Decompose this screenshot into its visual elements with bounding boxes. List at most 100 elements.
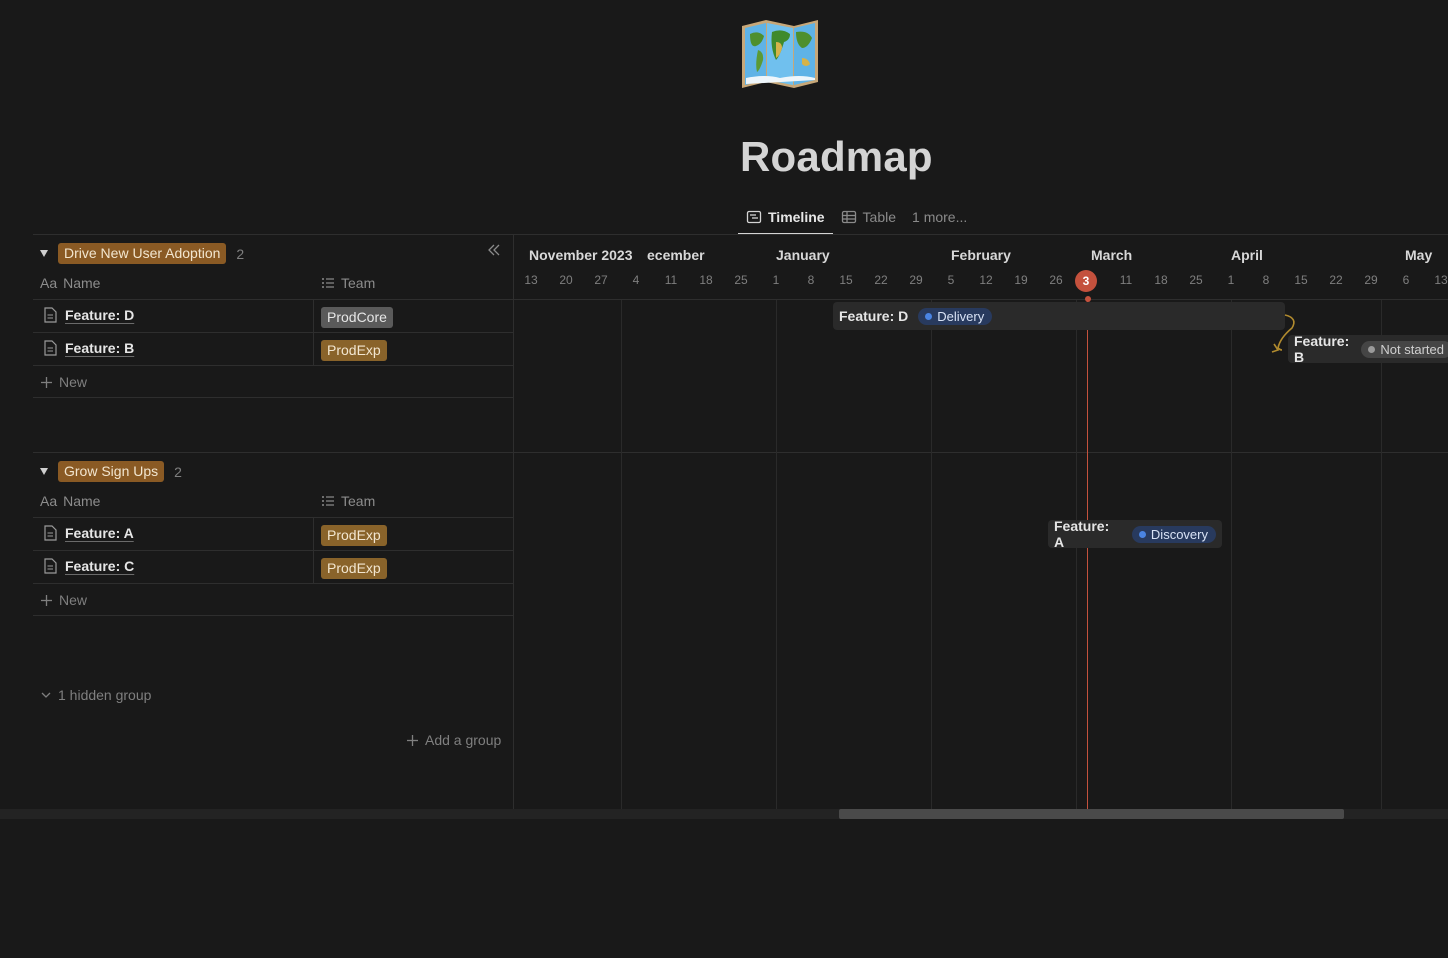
group-header: Drive New User Adoption 2 <box>40 243 244 264</box>
day-tick-label: 22 <box>874 273 888 287</box>
table-row[interactable]: Feature: A <box>43 525 134 541</box>
status-dot <box>1138 530 1146 538</box>
panel-divider <box>513 234 514 809</box>
collapse-panel-icon[interactable] <box>487 243 501 262</box>
column-header-team[interactable]: Team <box>321 275 375 291</box>
month-label: March <box>1091 247 1133 263</box>
day-tick-label: 12 <box>979 273 993 287</box>
column-header-name[interactable]: Aa Name <box>40 275 100 291</box>
column-header-team[interactable]: Team <box>321 493 375 509</box>
page-title: Roadmap <box>740 133 933 180</box>
text-type-icon: Aa <box>40 493 58 509</box>
team-tag[interactable]: ProdCore <box>321 307 393 328</box>
dependency-arrow-icon[interactable] <box>1268 310 1302 356</box>
table-row[interactable]: Feature: B <box>43 340 134 356</box>
hidden-groups-label: 1 hidden group <box>58 687 152 703</box>
today-dot <box>1085 296 1091 302</box>
day-tick-label: 6 <box>1402 273 1410 287</box>
group-divider <box>33 452 1448 453</box>
row-title: Feature: C <box>65 558 135 574</box>
timeline-bar[interactable]: Feature: B Not started <box>1288 333 1448 365</box>
horizontal-scrollbar[interactable] <box>0 809 1448 819</box>
group-tag[interactable]: Grow Sign Ups <box>58 461 165 482</box>
tab-timeline[interactable]: Timeline <box>738 202 833 235</box>
day-tick-label: 29 <box>909 273 923 287</box>
day-tick-label: 20 <box>559 273 573 287</box>
day-tick-label: 15 <box>1294 273 1308 287</box>
status-label: Not started <box>1380 341 1444 357</box>
tab-table[interactable]: Table <box>833 202 904 232</box>
page-icon <box>44 340 57 356</box>
row-divider <box>33 299 1448 300</box>
row-divider <box>33 397 513 398</box>
plus-icon <box>407 734 418 746</box>
team-tag[interactable]: ProdExp <box>321 558 387 579</box>
day-tick-label: 22 <box>1329 273 1343 287</box>
month-gridline <box>621 300 622 809</box>
group-count: 2 <box>236 245 245 262</box>
new-row-button[interactable]: New <box>40 592 87 608</box>
day-tick-label: 26 <box>1049 273 1063 287</box>
world-map-icon[interactable] <box>740 20 820 88</box>
row-divider <box>33 517 513 518</box>
row-title: Feature: A <box>65 525 134 541</box>
group-tag[interactable]: Drive New User Adoption <box>58 243 227 264</box>
day-tick-label: 18 <box>699 273 713 287</box>
day-tick-label: 8 <box>1262 273 1270 287</box>
day-tick-label: 11 <box>664 273 678 287</box>
day-tick-label: 1 <box>772 273 780 287</box>
day-tick-label: 13 <box>1434 273 1448 287</box>
chevron-down-icon <box>41 692 51 698</box>
tab-label: Timeline <box>768 209 825 225</box>
divider <box>33 234 1448 235</box>
text-type-icon: Aa <box>40 275 58 291</box>
new-row-button[interactable]: New <box>40 374 87 390</box>
today-badge: 3 <box>1075 270 1097 292</box>
month-gridline <box>1231 300 1232 809</box>
row-divider <box>33 583 513 584</box>
table-row[interactable]: Feature: D <box>43 307 134 323</box>
add-group-label: Add a group <box>425 732 502 748</box>
team-tag[interactable]: ProdExp <box>321 525 387 546</box>
day-tick-label: 29 <box>1364 273 1378 287</box>
timeline-bar[interactable]: Feature: A Discovery <box>1048 518 1222 550</box>
team-tag[interactable]: ProdExp <box>321 340 387 361</box>
month-label: May <box>1405 247 1433 263</box>
list-icon <box>322 278 334 288</box>
collapse-triangle-icon[interactable] <box>40 250 48 257</box>
day-tick-label: 18 <box>1154 273 1168 287</box>
column-header-name[interactable]: Aa Name <box>40 493 100 509</box>
month-label: January <box>776 247 830 263</box>
day-tick-label: 11 <box>1119 273 1133 287</box>
scrollbar-thumb[interactable] <box>839 809 1344 819</box>
row-divider <box>33 615 513 616</box>
day-tick-label: 8 <box>807 273 815 287</box>
bar-title: Feature: D <box>839 308 909 324</box>
list-icon <box>322 496 334 506</box>
page-icon <box>44 307 57 323</box>
add-group-button[interactable]: Add a group <box>406 732 501 748</box>
day-tick-label: 25 <box>1189 273 1203 287</box>
new-label: New <box>59 374 88 390</box>
row-divider <box>33 332 513 333</box>
timeline-bar[interactable]: Feature: D Delivery <box>833 302 1285 330</box>
table-icon <box>841 210 856 224</box>
status-label: Discovery <box>1150 526 1208 542</box>
month-gridline <box>1076 300 1077 809</box>
month-label: April <box>1231 247 1263 263</box>
month-label: February <box>951 247 1011 263</box>
column-label: Name <box>63 493 101 509</box>
today-line <box>1087 300 1088 809</box>
day-tick-label: 13 <box>524 273 538 287</box>
status-badge: Delivery <box>918 307 993 325</box>
row-title: Feature: D <box>65 307 135 323</box>
group-header: Grow Sign Ups 2 <box>40 461 182 482</box>
day-tick-label: 4 <box>632 273 640 287</box>
hidden-groups-toggle[interactable]: 1 hidden group <box>40 687 151 703</box>
new-label: New <box>59 592 88 608</box>
tab-more[interactable]: 1 more... <box>904 202 975 232</box>
collapse-triangle-icon[interactable] <box>40 468 48 475</box>
view-tabs: Timeline Table 1 more... <box>738 200 975 235</box>
table-row[interactable]: Feature: C <box>43 558 134 574</box>
day-tick-label: 19 <box>1014 273 1028 287</box>
